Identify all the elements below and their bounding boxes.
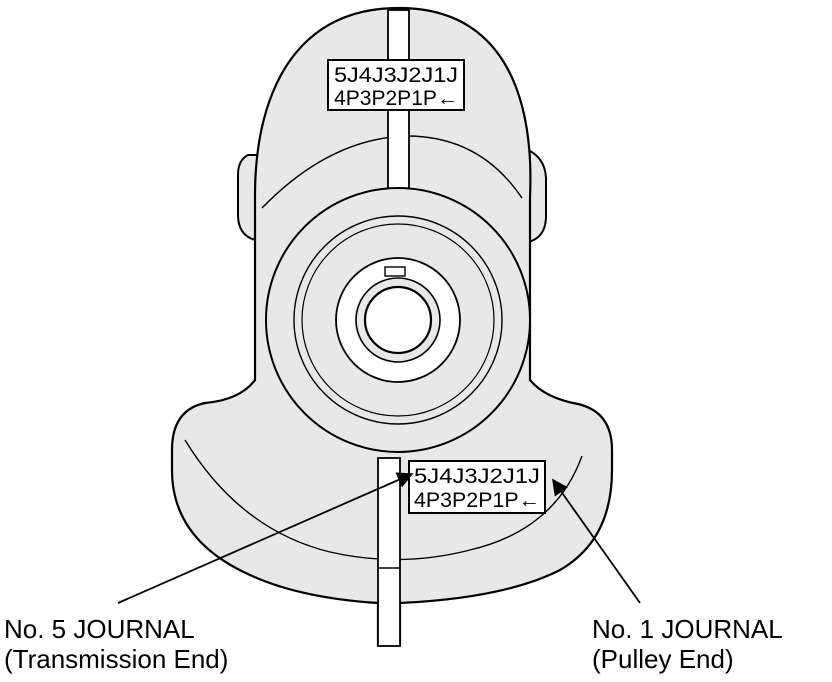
- top-code-pin-line: 4P3P2P1P←: [334, 87, 458, 110]
- bottom-code-journal-line: 5J4J3J2J1J: [414, 465, 540, 488]
- keyway-tab: [384, 266, 406, 277]
- no5-journal-label: No. 5 JOURNAL: [4, 614, 195, 644]
- top-code-plate: [327, 59, 465, 111]
- no5-journal-leader: [117, 472, 414, 604]
- top-code-journal-line: 5J4J3J2J1J: [334, 64, 458, 87]
- no1-journal-callout: No. 1 JOURNAL (Pulley End): [592, 614, 783, 674]
- bore-ring-3: [301, 223, 495, 417]
- bottom-code-pin-line: 4P3P2P1P←: [414, 489, 540, 512]
- crank-center-bore: [363, 285, 433, 355]
- bottom-center-rib: [377, 457, 401, 647]
- no1-journal-label: No. 1 JOURNAL: [592, 614, 783, 644]
- no1-journal-leader: [552, 478, 641, 604]
- transmission-end-label: (Transmission End): [4, 644, 229, 674]
- no5-journal-callout: No. 5 JOURNAL (Transmission End): [4, 614, 228, 674]
- pulley-end-label: (Pulley End): [592, 644, 734, 674]
